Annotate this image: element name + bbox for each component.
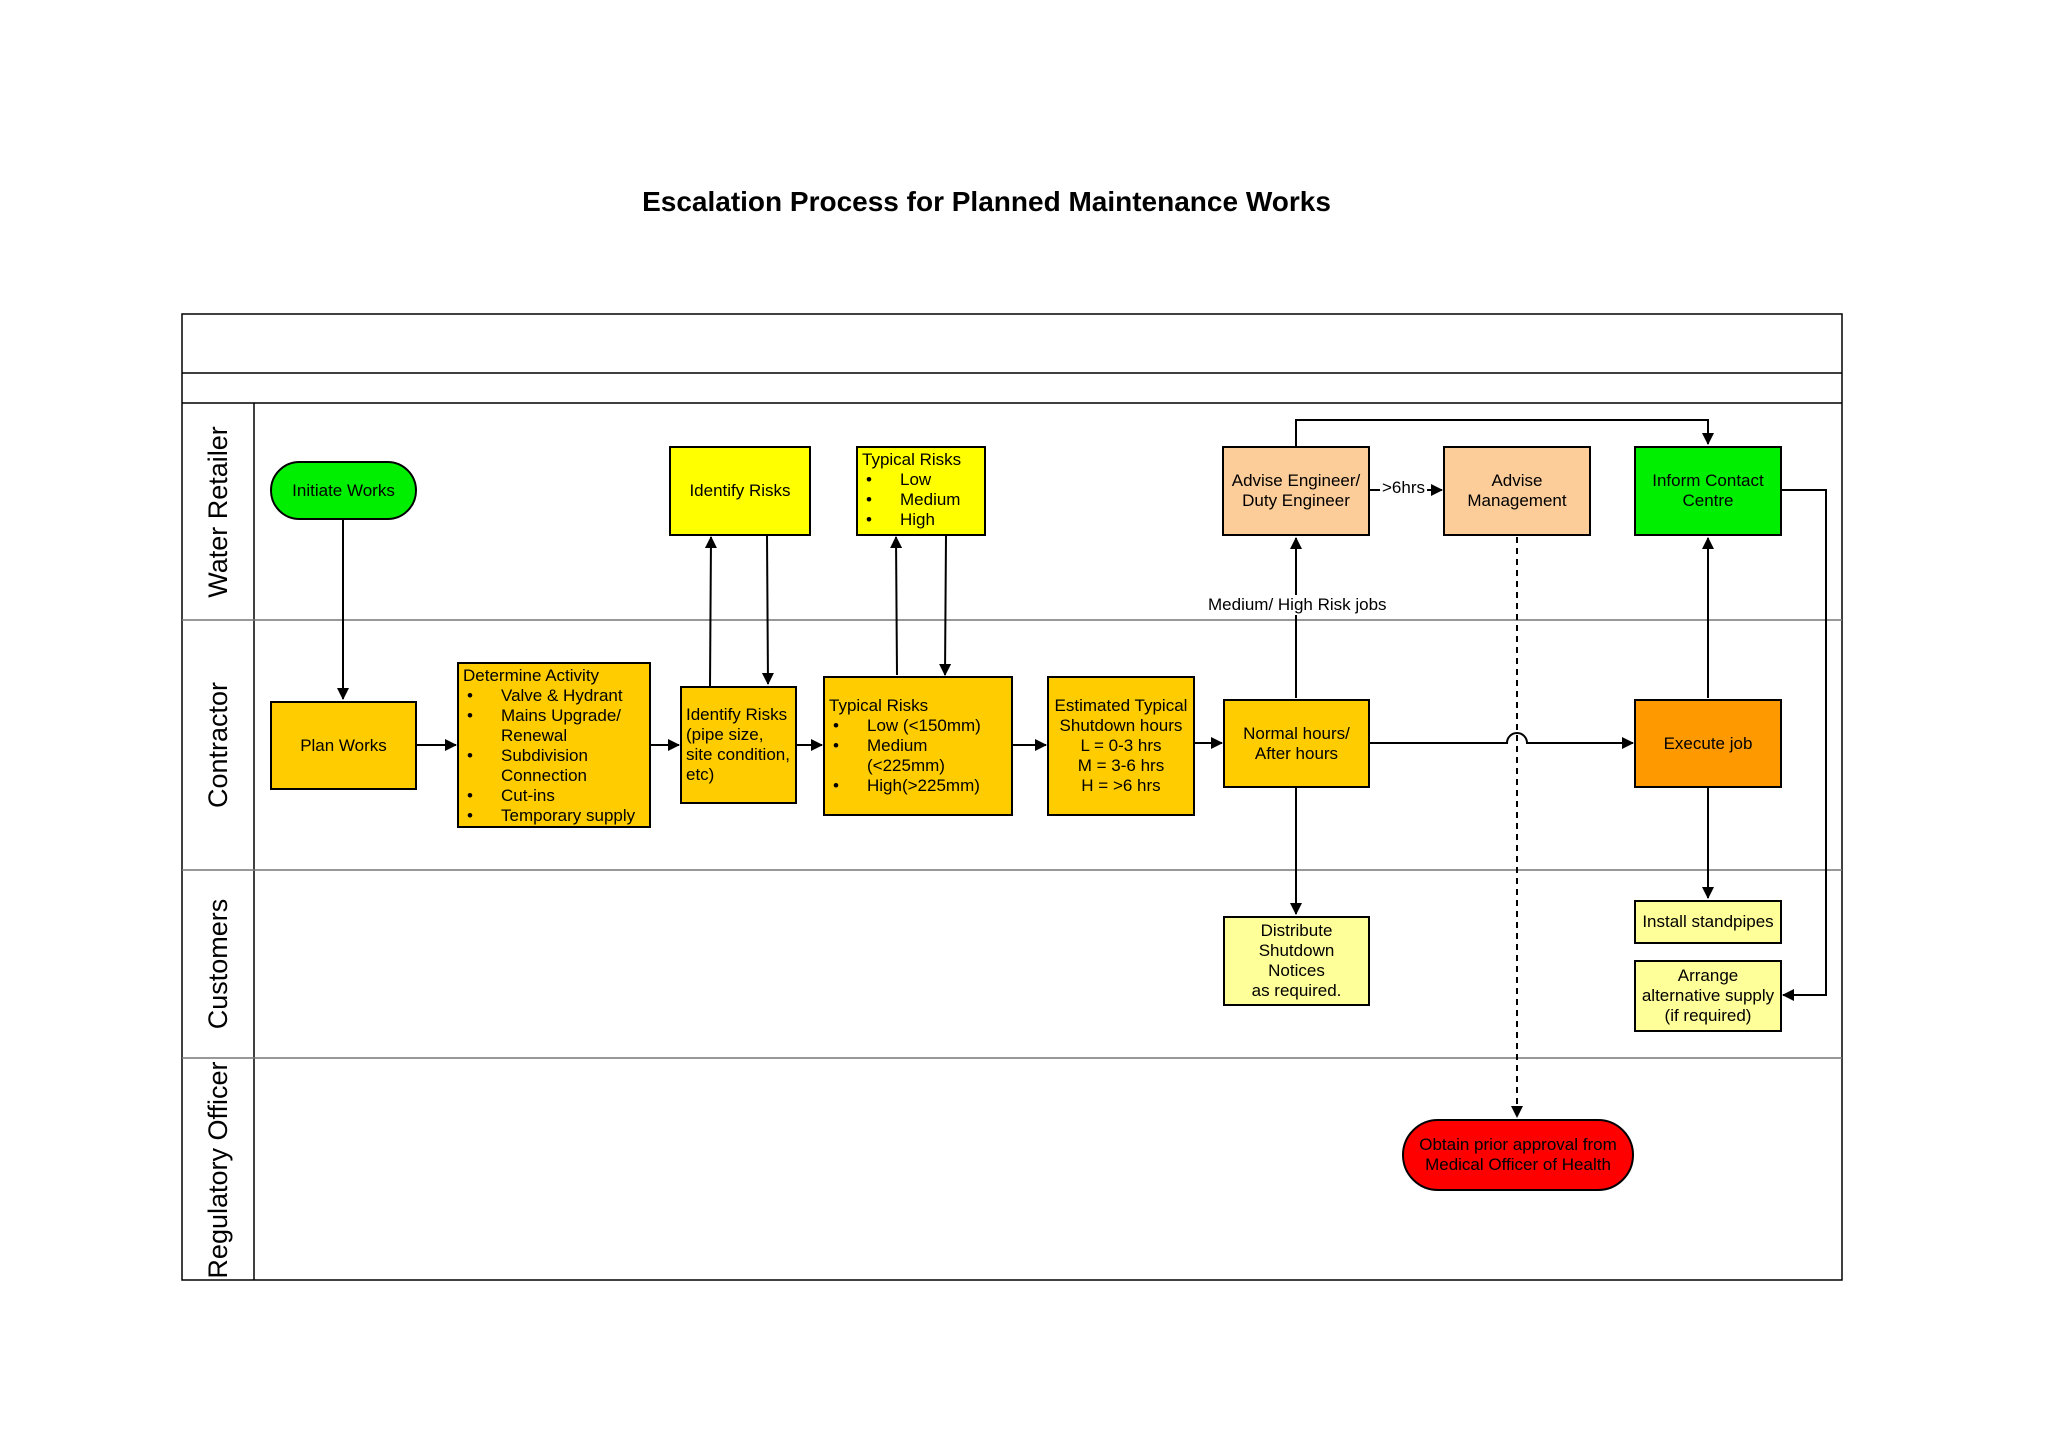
typical-risk-item: Low xyxy=(866,470,961,490)
connectors xyxy=(337,419,1827,1118)
activity-item-continued: Renewal xyxy=(501,726,568,745)
edge-label-six-hrs: >6hrs xyxy=(1380,478,1427,498)
edge-inform-arrange xyxy=(1782,489,1827,1001)
typical-risk-item: Low (<150mm) xyxy=(833,716,1007,736)
page-title: Escalation Process for Planned Maintenan… xyxy=(642,186,1331,217)
node-determine-activity: Determine Activity Valve & Hydrant Mains… xyxy=(457,662,651,828)
node-typical-risks-retailer: Typical Risks Low Medium High xyxy=(856,446,986,536)
node-identify-risks-retailer: Identify Risks xyxy=(669,446,811,536)
edge-identify-up xyxy=(704,536,717,687)
activity-item: Cut-ins xyxy=(467,786,635,806)
activity-item: Valve & Hydrant xyxy=(467,686,635,706)
lane-label-contractor: Contractor xyxy=(203,681,233,809)
typical-risk-item: Medium (<225mm) xyxy=(833,736,1007,776)
node-estimated-shutdown-hours: Estimated Typical Shutdown hours L = 0-3… xyxy=(1047,676,1195,816)
edge-typical-up xyxy=(890,536,903,676)
swimlane-frame xyxy=(181,313,1843,1281)
edge-label-medium-high: Medium/ High Risk jobs xyxy=(1204,595,1391,615)
typical-risk-item: High(>225mm) xyxy=(833,776,1007,796)
node-arrange-alternative-supply: Arrange alternative supply (if required) xyxy=(1634,960,1782,1032)
activity-item: Subdivision xyxy=(467,746,635,766)
activity-item-continued: Connection xyxy=(501,766,588,785)
edge-advise-inform xyxy=(1295,419,1714,446)
lane-label-water-retailer: Water Retailer xyxy=(203,426,233,598)
node-execute-job: Execute job xyxy=(1634,699,1782,788)
edge-identify-down xyxy=(761,535,774,685)
activity-item: Temporary supply xyxy=(467,806,635,826)
node-distribute-notices: Distribute Shutdown Notices as required. xyxy=(1223,916,1370,1006)
lane-label-regulatory-officer: Regulatory Officer xyxy=(203,1061,233,1279)
node-advise-management: Advise Management xyxy=(1443,446,1591,536)
edge-normal-execute xyxy=(1370,732,1634,749)
node-identify-risks-contractor: Identify Risks (pipe size, site conditio… xyxy=(680,686,797,804)
node-inform-contact-centre: Inform Contact Centre xyxy=(1634,446,1782,536)
node-install-standpipes: Install standpipes xyxy=(1634,900,1782,944)
node-plan-works: Plan Works xyxy=(270,701,417,790)
activity-item: Mains Upgrade/ xyxy=(467,706,635,726)
node-typical-risks-contractor: Typical Risks Low (<150mm) Medium (<225m… xyxy=(823,676,1013,816)
node-normal-after-hours: Normal hours/ After hours xyxy=(1223,699,1370,788)
node-initiate-works: Initiate Works xyxy=(270,461,417,520)
node-obtain-prior-approval: Obtain prior approval from Medical Offic… xyxy=(1402,1119,1634,1191)
lane-label-customers: Customers xyxy=(203,898,233,1030)
typical-risk-item: Medium xyxy=(866,490,961,510)
node-advise-engineer: Advise Engineer/ Duty Engineer xyxy=(1222,446,1370,536)
edge-typical-down xyxy=(939,535,952,676)
typical-risk-item: High xyxy=(866,510,961,530)
